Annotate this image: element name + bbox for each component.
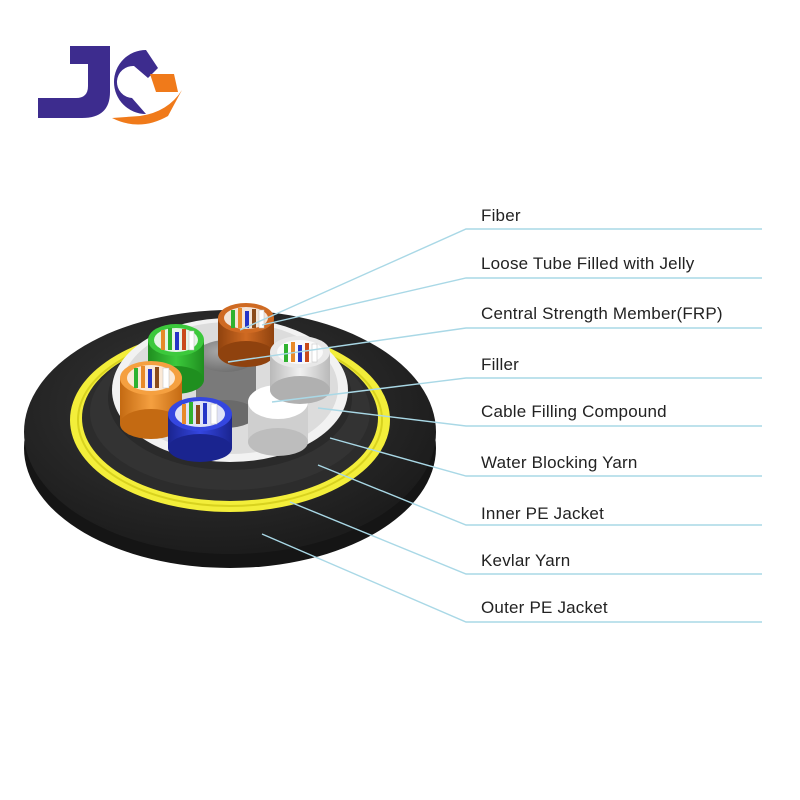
leader-line-fiber — [239, 228, 762, 331]
leader-line-kevlar-yarn — [289, 501, 762, 575]
label-outer-pe-jacket: Outer PE Jacket — [481, 598, 608, 617]
leader-line-loose-tube — [261, 277, 762, 326]
label-kevlar-yarn: Kevlar Yarn — [481, 551, 571, 570]
label-fiber: Fiber — [481, 206, 521, 225]
leader-line-filler — [271, 377, 762, 403]
leader-line-outer-pe-jacket — [261, 533, 762, 623]
label-water-blocking-yarn: Water Blocking Yarn — [481, 453, 638, 472]
label-central-strength-member: Central Strength Member(FRP) — [481, 304, 723, 323]
loose-tube-brown — [218, 303, 274, 367]
label-loose-tube: Loose Tube Filled with Jelly — [481, 254, 695, 273]
label-inner-pe-jacket: Inner PE Jacket — [481, 504, 605, 523]
label-filler: Filler — [481, 355, 520, 374]
leader-line-water-blocking-yarn — [329, 437, 762, 477]
leader-line-central-strength-member — [227, 327, 762, 363]
leader-line-cable-filling-compound — [317, 407, 762, 427]
leader-lines — [227, 228, 762, 623]
label-cable-filling-compound: Cable Filling Compound — [481, 402, 667, 421]
loose-tube-white — [270, 336, 330, 404]
loose-tube-blue — [168, 397, 232, 462]
leader-line-inner-pe-jacket — [317, 464, 762, 526]
